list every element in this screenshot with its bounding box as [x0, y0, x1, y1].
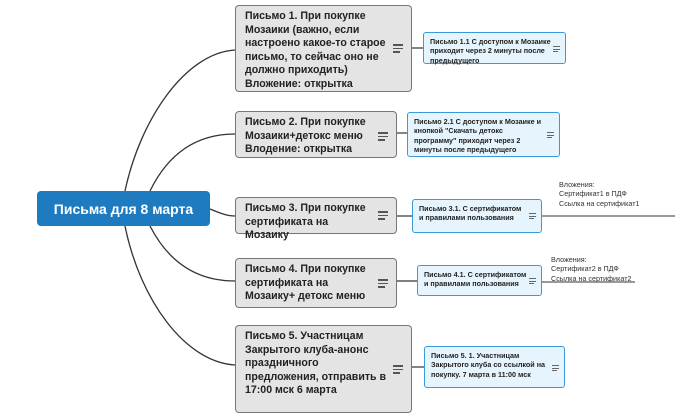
- note-3-1-text: Письмо 3.1. С сертификатом и правилами п…: [419, 204, 522, 223]
- notes-icon: [529, 278, 536, 284]
- notes-icon: [378, 279, 388, 288]
- notes-icon: [393, 365, 403, 374]
- notes-icon: [552, 365, 559, 371]
- topic-5-label: Письмо 5. Участницам Закрытого клуба-ано…: [245, 330, 386, 397]
- note-2-1[interactable]: Письмо 2.1 С доступом к Мозаике и кнопко…: [407, 112, 560, 157]
- topic-2-label: Письмо 2. При покупке Мозаики+детокс мен…: [245, 116, 366, 156]
- connector-5: [124, 225, 236, 366]
- note-4-1[interactable]: Письмо 4.1. С сертификатом и правилами п…: [417, 265, 542, 296]
- topic-4[interactable]: Письмо 4. При покупке сертификата на Моз…: [235, 258, 397, 308]
- note-1-1-text: Письмо 1.1 С доступом к Мозаике приходит…: [430, 37, 551, 65]
- note-5-1-text: Письмо 5. 1. Участницам Закрытого клуба …: [431, 351, 546, 379]
- note-2-1-text: Письмо 2.1 С доступом к Мозаике и кнопко…: [414, 117, 542, 154]
- notes-icon: [547, 132, 554, 138]
- attachment-3-text: Вложения: Сертификат1 в ПДФ Ссылка на се…: [559, 180, 640, 208]
- topic-5[interactable]: Письмо 5. Участницам Закрытого клуба-ано…: [235, 325, 412, 413]
- topic-3-label: Письмо 3. При покупке сертификата на Моз…: [245, 202, 366, 242]
- notes-icon: [529, 213, 536, 219]
- notes-icon: [553, 46, 560, 52]
- attachment-4: Вложения: Сертификат2 в ПДФ Ссылка на се…: [551, 255, 632, 283]
- notes-icon: [393, 44, 403, 53]
- connector-4: [149, 225, 236, 282]
- connector-1: [124, 49, 236, 192]
- note-1-1[interactable]: Письмо 1.1 С доступом к Мозаике приходит…: [423, 32, 566, 65]
- topic-3[interactable]: Письмо 3. При покупке сертификата на Моз…: [235, 197, 397, 241]
- connector-3: [209, 208, 236, 217]
- note-3-1[interactable]: Письмо 3.1. С сертификатом и правилами п…: [412, 199, 542, 233]
- attachment-3: Вложения: Сертификат1 в ПДФ Ссылка на се…: [559, 180, 640, 208]
- topic-1-label: Письмо 1. При покупке Мозаики (важно, ес…: [245, 10, 386, 90]
- central-topic-label: Письма для 8 марта: [53, 200, 194, 217]
- connector-2: [149, 133, 236, 192]
- notes-icon: [378, 132, 388, 141]
- attachment-4-text: Вложения: Сертификат2 в ПДФ Ссылка на се…: [551, 255, 632, 283]
- topic-1[interactable]: Письмо 1. При покупке Мозаики (важно, ес…: [235, 5, 412, 92]
- central-topic[interactable]: Письма для 8 марта: [37, 191, 210, 226]
- notes-icon: [378, 211, 388, 220]
- note-5-1[interactable]: Письмо 5. 1. Участницам Закрытого клуба …: [424, 346, 565, 388]
- topic-4-label: Письмо 4. При покупке сертификата на Моз…: [245, 263, 366, 303]
- topic-2[interactable]: Письмо 2. При покупке Мозаики+детокс мен…: [235, 111, 397, 158]
- note-4-1-text: Письмо 4.1. С сертификатом и правилами п…: [424, 270, 527, 289]
